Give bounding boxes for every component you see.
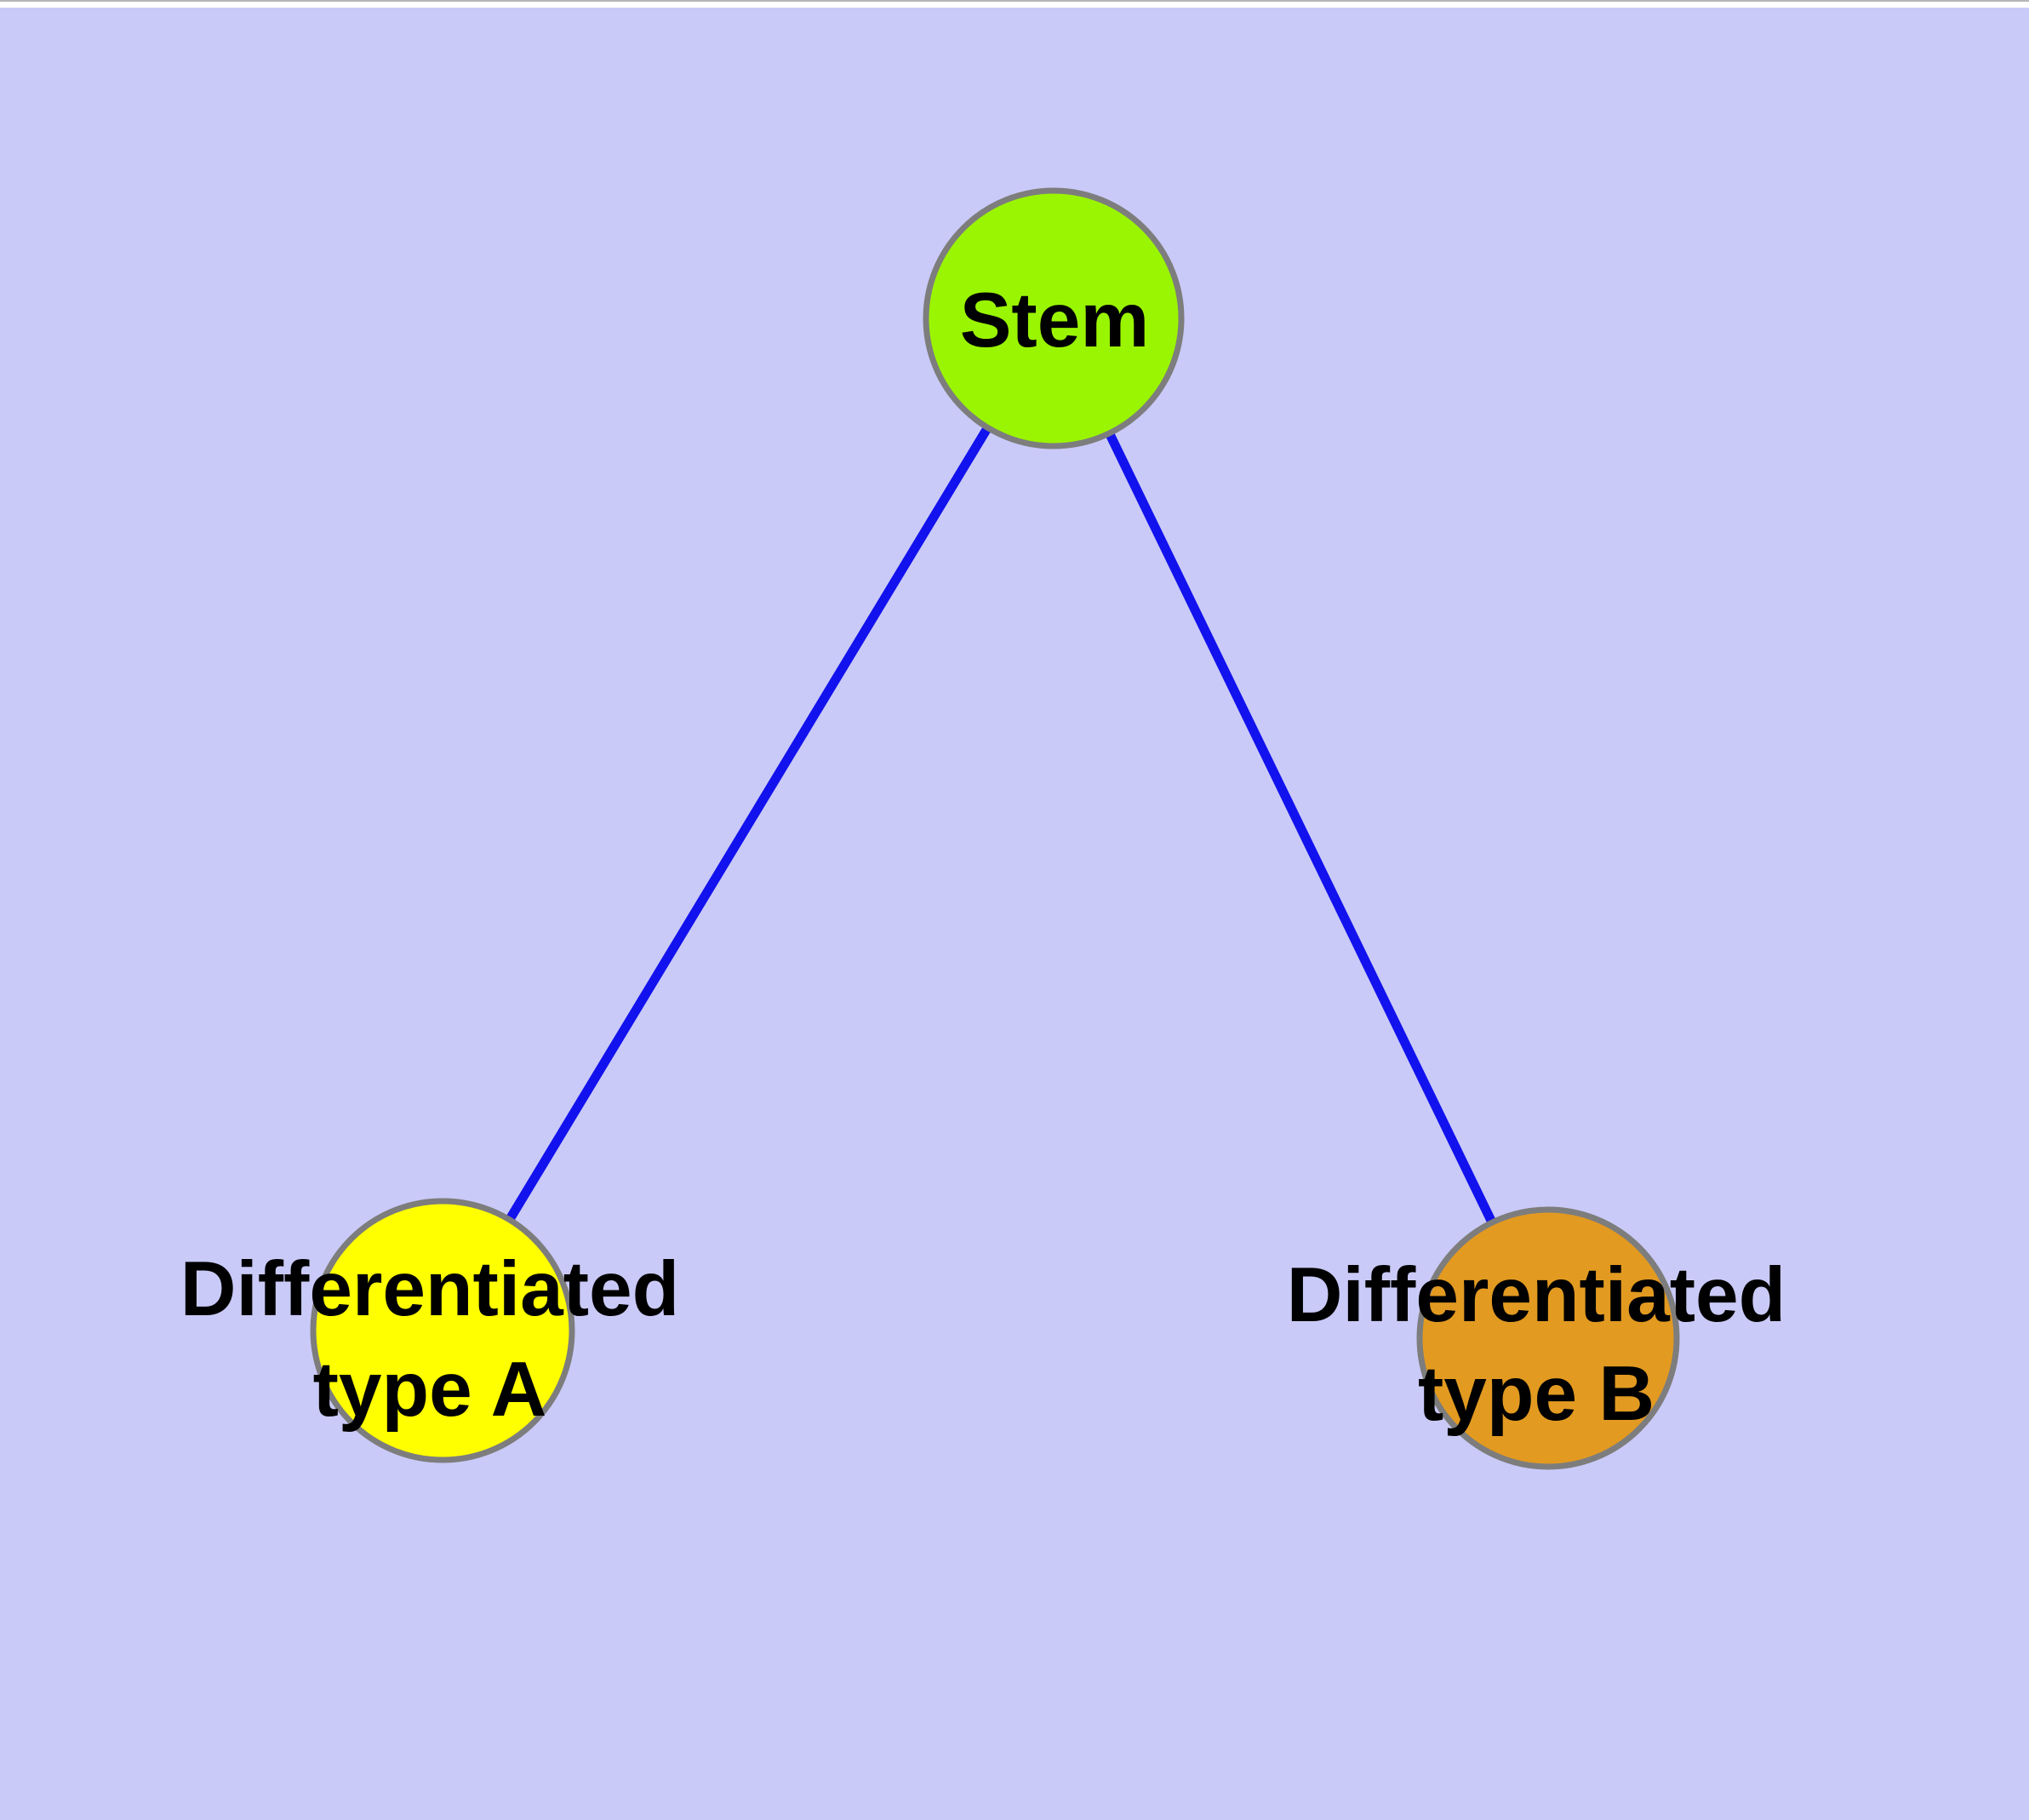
- node-type-a-label-line1: Differentiated: [180, 1246, 680, 1332]
- node-differentiated-type-b: [1416, 1206, 1680, 1470]
- node-type-b-label-line1: Differentiated: [1287, 1252, 1786, 1338]
- top-border-line: [0, 0, 2029, 2]
- node-differentiated-type-a: [310, 1198, 575, 1463]
- node-type-a-label-line2: type A: [313, 1347, 547, 1433]
- node-stem: [923, 187, 1185, 449]
- edge-stem-to-type-a: [438, 316, 1058, 1333]
- node-stem-label: Stem: [960, 278, 1150, 363]
- edge-stem-to-type-b: [1049, 316, 1552, 1341]
- node-type-b-label-line2: type B: [1418, 1351, 1655, 1437]
